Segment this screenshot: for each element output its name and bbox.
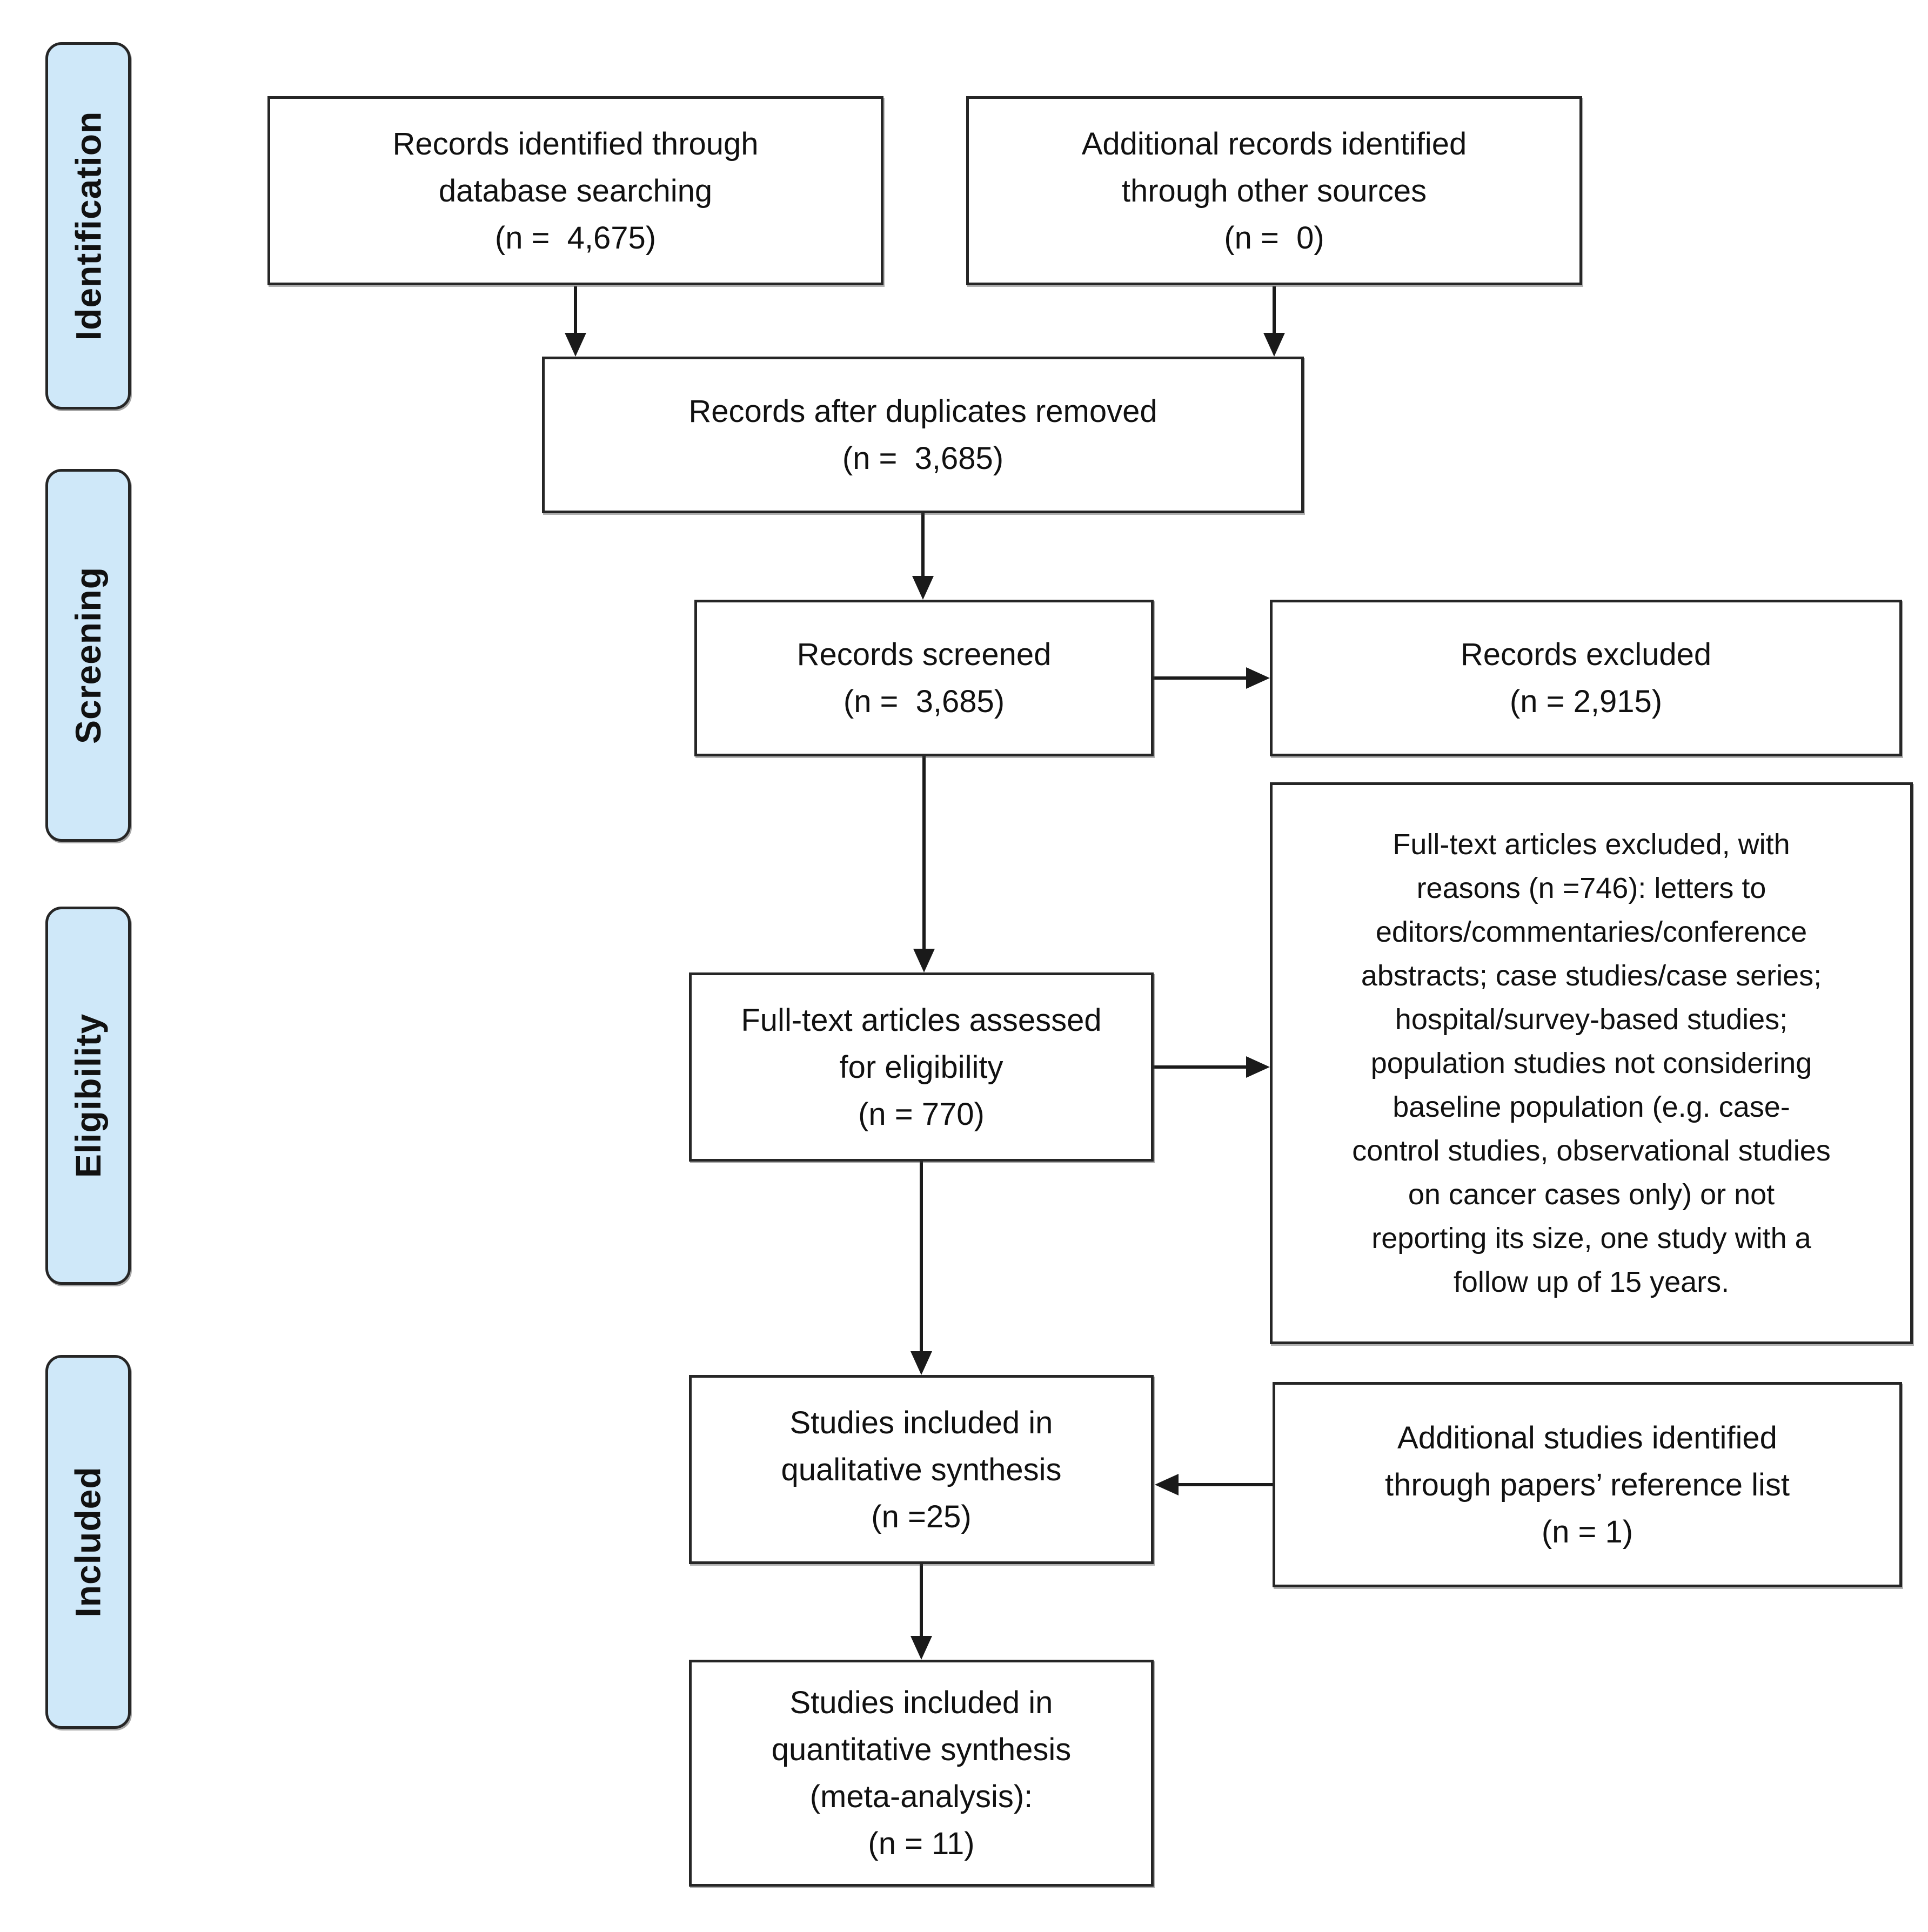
stage-label-eligibility: Eligibility: [45, 907, 131, 1285]
stage-label-included: Included: [45, 1355, 131, 1729]
stage-label-identification: Identification: [45, 42, 131, 410]
stage-label-eligibility-text: Eligibility: [68, 1013, 109, 1178]
box-records-screened: Records screened (n = 3,685): [694, 600, 1154, 756]
box-additional-studies-references-text: Additional studies identified through pa…: [1384, 1420, 1790, 1549]
box-records-identified-database-text: Records identified through database sear…: [392, 126, 759, 256]
stage-label-screening: Screening: [45, 469, 131, 842]
box-studies-qualitative-synthesis-text: Studies included in qualitative synthesi…: [781, 1405, 1062, 1534]
arrow-qualitative-to-quantitative: [911, 1564, 932, 1660]
box-records-identified-database: Records identified through database sear…: [267, 96, 883, 285]
box-additional-records-other-sources-text: Additional records identified through ot…: [1081, 126, 1467, 256]
stage-label-included-text: Included: [68, 1466, 109, 1618]
box-records-after-duplicates-text: Records after duplicates removed (n = 3,…: [688, 394, 1157, 476]
box-studies-quantitative-synthesis-text: Studies included in quantitative synthes…: [771, 1685, 1072, 1861]
arrow-fulltext-to-qualitative: [911, 1162, 932, 1375]
box-records-after-duplicates: Records after duplicates removed (n = 3,…: [542, 357, 1304, 513]
box-additional-records-other-sources: Additional records identified through ot…: [966, 96, 1582, 285]
arrow-duplicates-to-screened: [912, 513, 934, 600]
box-studies-qualitative-synthesis: Studies included in qualitative synthesi…: [689, 1375, 1154, 1564]
box-records-excluded: Records excluded (n = 2,915): [1270, 600, 1902, 756]
arrow-database-to-duplicates: [565, 286, 586, 357]
arrow-fulltext-to-reasons: [1154, 1056, 1270, 1078]
box-records-excluded-text: Records excluded (n = 2,915): [1460, 637, 1712, 719]
stage-label-screening-text: Screening: [68, 566, 109, 744]
arrow-screened-to-excluded: [1154, 667, 1270, 689]
box-additional-studies-references: Additional studies identified through pa…: [1273, 1382, 1902, 1587]
arrow-other-sources-to-duplicates: [1263, 286, 1285, 357]
box-records-screened-text: Records screened (n = 3,685): [796, 637, 1052, 719]
box-fulltext-assessed-text: Full-text articles assessed for eligibil…: [741, 1002, 1102, 1132]
box-fulltext-assessed: Full-text articles assessed for eligibil…: [689, 972, 1154, 1162]
stage-label-identification-text: Identification: [68, 111, 109, 341]
arrow-references-to-qualitative: [1155, 1474, 1273, 1495]
box-studies-quantitative-synthesis: Studies included in quantitative synthes…: [689, 1660, 1154, 1887]
box-fulltext-excluded-reasons: Full-text articles excluded, with reason…: [1270, 782, 1913, 1344]
box-fulltext-excluded-reasons-text: Full-text articles excluded, with reason…: [1352, 828, 1831, 1298]
arrow-screened-to-fulltext: [913, 756, 935, 972]
